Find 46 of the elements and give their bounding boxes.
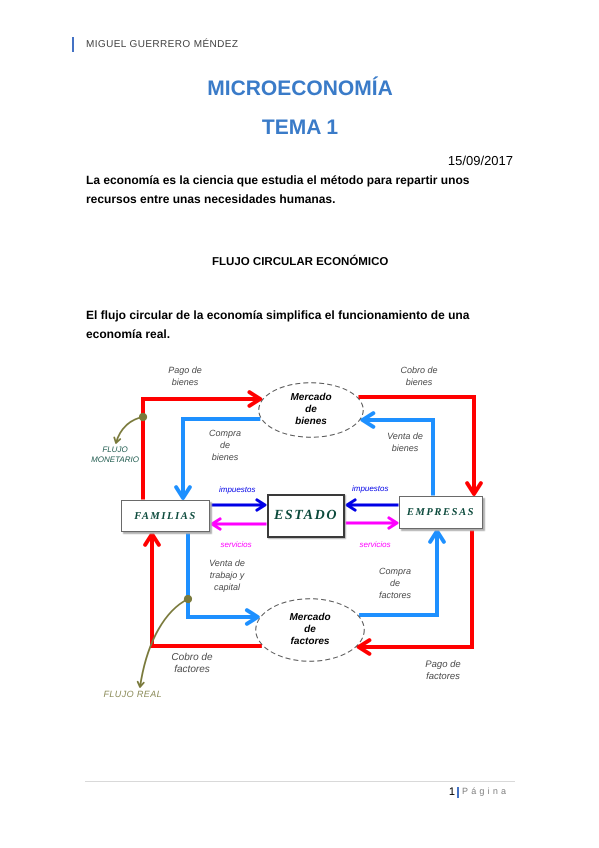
edge-label: impuestos	[352, 483, 388, 495]
agent-label: FAMILIAS	[134, 510, 197, 522]
section-heading: FLUJO CIRCULAR ECONÓMICO	[212, 255, 388, 269]
arrow	[210, 498, 266, 512]
flow-arrow	[174, 417, 260, 500]
agent-label: EMPRESAS	[406, 506, 476, 519]
flow-arrow	[141, 390, 262, 500]
edge-label: Compra de factores	[378, 565, 412, 601]
flow-type-label: FLUJO MONETARIO	[90, 445, 140, 465]
leader-line	[136, 594, 192, 688]
edge-label: Venta de bienes	[387, 430, 423, 454]
flow-type-label: FLUJO REAL	[104, 689, 162, 700]
leader-line	[114, 412, 148, 444]
flow-arrow	[359, 529, 446, 617]
date-text: 15/09/2017	[448, 153, 513, 169]
edge-label: Venta de trabajo y capital	[208, 557, 246, 593]
edge-label: Cobro de factores	[170, 652, 214, 676]
page-label: Página	[462, 786, 510, 797]
market-label: Mercado de bienes	[290, 392, 332, 428]
arrow	[210, 517, 266, 531]
paragraph: El flujo circular de la economía simplifica el funcionamiento de una economía real.	[86, 307, 470, 343]
market-ellipse	[258, 382, 364, 438]
paragraph: La economía es la ciencia que estudia el método para repartir unos recursos entre unas necesidades humanas.	[86, 172, 470, 208]
arrow	[346, 498, 398, 512]
edge-label: impuestos	[219, 484, 256, 496]
state-box	[267, 494, 345, 538]
market-ellipse	[255, 598, 365, 662]
agent-label: ESTADO	[274, 507, 338, 525]
flow-arrow	[358, 395, 483, 496]
flow-arrow	[356, 530, 474, 656]
edge-label: Pago de factores	[424, 659, 462, 683]
page-number: 1	[448, 785, 455, 799]
flow-arrow	[143, 532, 262, 648]
edge-label: Compra de bienes	[208, 427, 242, 463]
edge-label: Cobro de bienes	[400, 364, 438, 388]
edge-label: Pago de bienes	[168, 364, 202, 388]
market-label: Mercado de factores	[288, 612, 332, 648]
flow-arrow	[360, 411, 435, 496]
flow-arrow	[186, 532, 260, 626]
arrow	[346, 516, 398, 530]
page-title: MICROECONOMÍA TEMA 1	[206, 75, 394, 141]
author-name: MIGUEL GUERRERO MÉNDEZ	[86, 38, 238, 51]
edge-label: servicios	[360, 539, 391, 551]
agent-box	[121, 500, 210, 532]
agent-box	[399, 496, 483, 529]
edge-label: servicios	[220, 539, 252, 551]
